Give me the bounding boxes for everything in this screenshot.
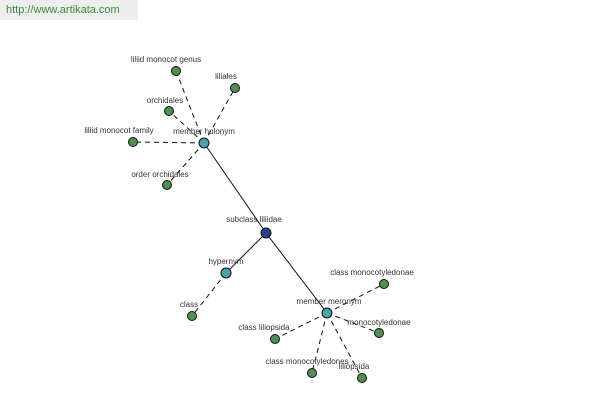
edge-member-holonym-to-liliid-monocot-genus: [175, 70, 205, 144]
node-label-class-monocotyledones[interactable]: class monocotyledones: [265, 357, 348, 366]
node-order-orchidales[interactable]: order orchidales: [131, 170, 189, 190]
node-marker-class-liliopsida[interactable]: [270, 334, 280, 344]
node-marker-subclass-liliidae[interactable]: [260, 227, 272, 239]
node-marker-liliid-monocot-family[interactable]: [128, 137, 138, 147]
edge-hypernym-to-class: [191, 272, 227, 317]
node-hypernym[interactable]: hypernym: [208, 257, 244, 279]
node-liliid-monocot-genus[interactable]: liliid monocot genus: [131, 55, 201, 76]
node-marker-hypernym[interactable]: [220, 267, 232, 279]
node-label-liliales[interactable]: liliales: [215, 72, 237, 81]
edge-subclass-liliidae-to-member-meronym: [265, 232, 328, 314]
node-subclass-liliidae[interactable]: subclass liliidae: [226, 215, 282, 239]
node-monocotyledonae[interactable]: monocotyledonae: [347, 318, 411, 338]
node-label-liliid-monocot-family[interactable]: liliid monocot family: [84, 126, 153, 135]
node-marker-monocotyledonae[interactable]: [374, 328, 384, 338]
edge-member-holonym-to-order-orchidales: [166, 142, 205, 186]
node-liliopsida[interactable]: liliopsida: [339, 362, 370, 383]
node-marker-member-meronym[interactable]: [321, 307, 333, 319]
edge-member-holonym-to-liliid-monocot-family: [132, 141, 205, 144]
edge-member-meronym-to-liliopsida: [326, 312, 363, 379]
node-orchidales[interactable]: orchidales: [147, 96, 183, 116]
edge-member-meronym-to-class-monocotyledones: [311, 312, 328, 374]
node-label-liliid-monocot-genus[interactable]: liliid monocot genus: [131, 55, 201, 64]
node-label-class-liliopsida[interactable]: class liliopsida: [238, 323, 290, 332]
nodes-layer: subclass liliidae member holonym hypernym m…: [84, 55, 414, 383]
edge-subclass-liliidae-to-hypernym: [225, 232, 267, 274]
node-label-class[interactable]: class: [180, 300, 198, 309]
node-class-monocotyledones[interactable]: class monocotyledones: [265, 357, 349, 378]
edge-member-holonym-to-liliales: [203, 87, 236, 144]
site-url-watermark[interactable]: http://www.artikata.com: [0, 0, 138, 20]
node-label-member-holonym[interactable]: member holonym: [173, 127, 235, 136]
node-label-liliopsida[interactable]: liliopsida: [339, 362, 370, 371]
node-label-member-meronym[interactable]: member meronym: [297, 297, 362, 306]
node-label-monocotyledonae[interactable]: monocotyledonae: [347, 318, 411, 327]
node-marker-liliopsida[interactable]: [357, 373, 367, 383]
node-marker-orchidales[interactable]: [164, 106, 174, 116]
node-label-subclass-liliidae[interactable]: subclass liliidae: [226, 215, 282, 224]
node-marker-class[interactable]: [187, 311, 197, 321]
node-marker-order-orchidales[interactable]: [162, 180, 172, 190]
edge-member-meronym-to-class-liliopsida: [274, 312, 328, 340]
node-marker-class-monocotyledonae[interactable]: [379, 279, 389, 289]
node-member-holonym[interactable]: member holonym: [173, 127, 235, 149]
node-member-meronym[interactable]: member meronym: [297, 297, 362, 319]
node-marker-class-monocotyledones[interactable]: [307, 368, 317, 378]
node-liliid-monocot-family[interactable]: liliid monocot family: [84, 126, 154, 147]
node-class-liliopsida[interactable]: class liliopsida: [238, 323, 290, 344]
node-label-class-monocotyledonae[interactable]: class monocotyledonae: [330, 268, 414, 277]
node-class[interactable]: class: [180, 300, 198, 321]
edges-layer: [132, 70, 385, 379]
node-class-monocotyledonae[interactable]: class monocotyledonae: [330, 268, 414, 289]
edge-member-meronym-to-class-monocotyledonae: [326, 283, 385, 314]
node-marker-liliales[interactable]: [230, 83, 240, 93]
edge-subclass-liliidae-to-member-holonym: [203, 142, 267, 234]
edge-member-holonym-to-orchidales: [168, 110, 205, 144]
edge-member-meronym-to-monocotyledonae: [326, 312, 380, 334]
node-marker-member-holonym[interactable]: [198, 137, 210, 149]
node-label-order-orchidales[interactable]: order orchidales: [131, 170, 188, 179]
node-liliales[interactable]: liliales: [215, 72, 240, 93]
node-label-orchidales[interactable]: orchidales: [147, 96, 183, 105]
node-label-hypernym[interactable]: hypernym: [208, 257, 243, 266]
node-marker-liliid-monocot-genus[interactable]: [171, 66, 181, 76]
